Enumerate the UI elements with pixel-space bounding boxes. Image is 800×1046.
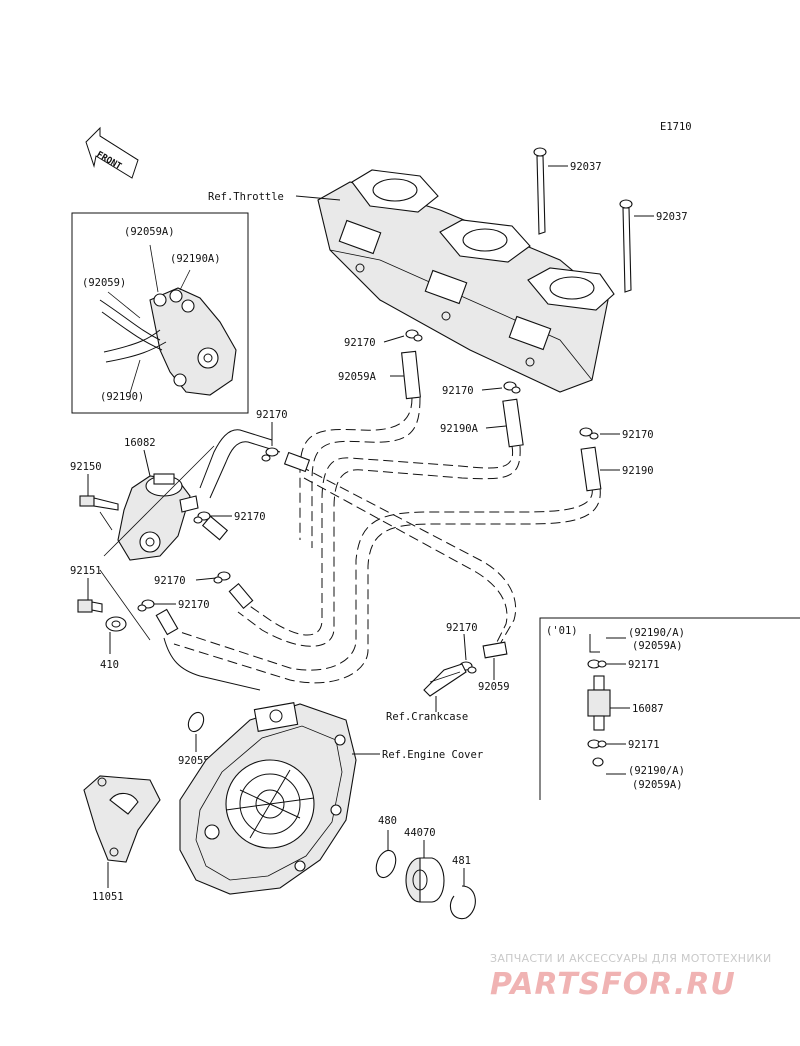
inset-01-label-g: (92059A)	[632, 779, 683, 791]
ref-crankcase-label: Ref.Crankcase	[386, 711, 468, 723]
part-92055: 92055	[178, 755, 210, 767]
washer-410	[105, 616, 127, 632]
engine-cover	[179, 702, 357, 895]
watermark-logo: PARTSFOR.RU	[490, 967, 736, 1002]
clip-icon	[137, 329, 599, 674]
hose-92059A	[401, 350, 421, 400]
part-16082: 16082	[124, 437, 156, 449]
inset-01-hose-top	[589, 634, 600, 653]
crankcase-fitting	[423, 663, 467, 697]
inset-01-label-c: 92171	[628, 659, 660, 671]
guide-line-c	[103, 445, 215, 557]
circlip-481	[449, 885, 476, 920]
front-arrow-icon: FRONT	[85, 126, 139, 179]
part-481: 481	[452, 855, 471, 867]
part-92170-a: 92170	[344, 337, 376, 349]
part-92170-h: 92170	[446, 622, 478, 634]
bracket-11051	[83, 775, 161, 863]
ref-throttle-label: Ref.Throttle	[208, 191, 284, 203]
hose-fitting-e	[482, 641, 508, 659]
inset-01-label-f: (92190/A)	[628, 765, 685, 777]
hose-92190	[580, 446, 602, 492]
leader-92190A	[485, 425, 507, 429]
oil-pump-16082	[117, 473, 199, 561]
inset-01-label-d: 16087	[632, 703, 664, 715]
bearing-44070	[405, 857, 445, 903]
inset-label-92190A: (92190A)	[170, 253, 221, 265]
inset-box-hoses	[71, 212, 249, 414]
inset-box-01	[539, 617, 800, 800]
o-ring-92055	[187, 711, 205, 733]
hose-fitting-a	[283, 451, 311, 473]
guide-line-b	[99, 569, 151, 641]
diagram-code: E1710	[660, 121, 692, 133]
inset-01-label-e: 92171	[628, 739, 660, 751]
inset-01-label-a: (92190/A)	[628, 627, 685, 639]
hose-fitting-d	[155, 608, 179, 636]
leader-92170a	[383, 335, 405, 343]
inset-label-92190: (92190)	[100, 391, 144, 403]
part-44070: 44070	[404, 827, 436, 839]
guide-line-a	[99, 511, 113, 531]
stud-92037-a	[533, 147, 547, 235]
front-label: FRONT	[95, 150, 124, 172]
part-92037-a: 92037	[570, 161, 602, 173]
inset-01-label-b: (92059A)	[632, 640, 683, 652]
hose-fitting-b	[201, 515, 229, 541]
bolt-92150	[79, 495, 119, 511]
bolt-92151	[77, 599, 103, 613]
part-92059A: 92059A	[338, 371, 377, 383]
hose-routing	[163, 397, 601, 691]
part-92037-b: 92037	[656, 211, 688, 223]
inset-label-92059: (92059)	[82, 277, 126, 289]
leader-92170h	[463, 633, 467, 661]
part-92170-f: 92170	[154, 575, 186, 587]
hose-92190A	[502, 398, 524, 448]
part-11051: 11051	[92, 891, 124, 903]
part-92059: 92059	[478, 681, 510, 693]
inset-01-header: ('01)	[546, 625, 578, 637]
snap-ring-480	[375, 849, 397, 879]
part-92190A: 92190A	[440, 423, 479, 435]
inset-label-92059A: (92059A)	[124, 226, 175, 238]
leader-16082	[143, 449, 151, 477]
part-92170-b: 92170	[442, 385, 474, 397]
part-92170-c: 92170	[622, 429, 654, 441]
part-92190: 92190	[622, 465, 654, 477]
part-92151: 92151	[70, 565, 102, 577]
part-92170-d: 92170	[256, 409, 288, 421]
part-92170-e: 92170	[234, 511, 266, 523]
inset-01-hose-bottom	[592, 757, 604, 767]
hose-fitting-c	[228, 582, 254, 610]
watermark-tagline: ЗАПЧАСТИ И АКСЕССУАРЫ ДЛЯ МОТОТЕХНИКИ	[490, 952, 772, 965]
part-92170-g: 92170	[178, 599, 210, 611]
part-480: 480	[378, 815, 397, 827]
leader-92170f	[195, 577, 217, 581]
check-valve-16087	[587, 675, 611, 731]
inset-pump-drawing	[99, 244, 237, 396]
clip-icon	[587, 659, 607, 669]
part-410: 410	[100, 659, 119, 671]
leader-throttle	[295, 195, 341, 201]
stud-92037-b	[619, 199, 633, 293]
leader-92170b	[481, 387, 503, 391]
throttle-manifold	[317, 169, 615, 393]
part-92150: 92150	[70, 461, 102, 473]
ref-engine-cover-label: Ref.Engine Cover	[382, 749, 483, 761]
clip-icon	[587, 739, 607, 749]
